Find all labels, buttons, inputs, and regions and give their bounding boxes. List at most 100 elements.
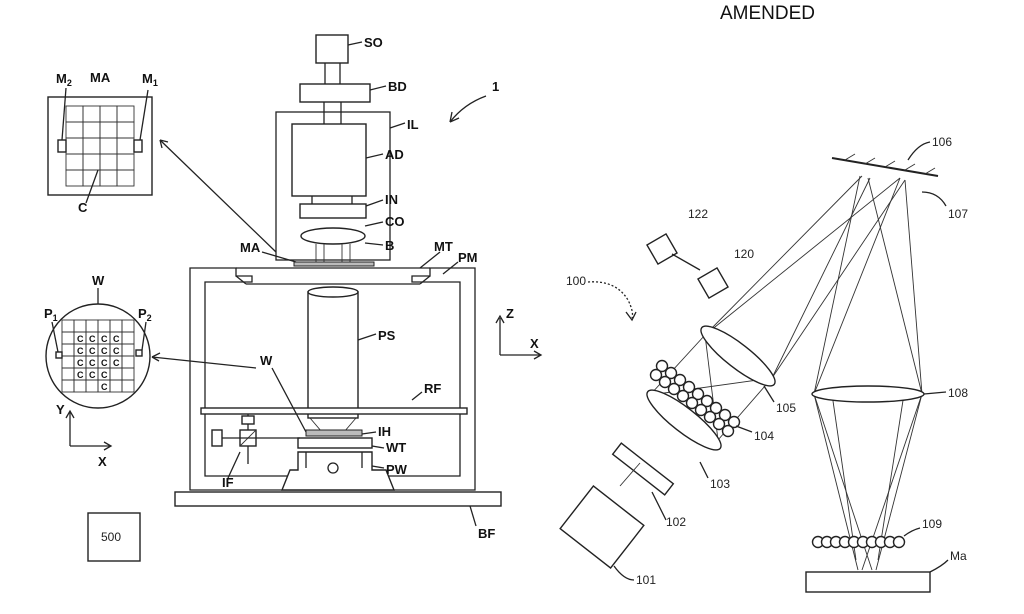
label-pw: PW: [386, 462, 408, 477]
microlens: [655, 359, 669, 373]
label-ps: PS: [378, 328, 396, 343]
wafer-die-label: C: [77, 334, 84, 344]
wafer-die-label: C: [101, 334, 108, 344]
microlens: [727, 415, 741, 429]
wafer-die-label: C: [101, 370, 108, 380]
label-c-mask: C: [78, 200, 88, 215]
label-122: 122: [688, 207, 708, 221]
label-w-mid: W: [260, 353, 273, 368]
integrator-box: [299, 203, 367, 219]
microlens: [712, 417, 726, 431]
illuminator-frame: [275, 111, 391, 261]
label-b: B: [385, 238, 394, 253]
label-107: 107: [948, 207, 968, 221]
source-box: [315, 34, 349, 64]
wafer-table: [297, 437, 373, 449]
wafer-die-label: C: [89, 370, 96, 380]
lens-103: [646, 389, 722, 451]
wafer-die-label: C: [89, 346, 96, 356]
label-ma-right: Ma: [950, 549, 967, 563]
mask-plate: [293, 261, 375, 267]
beam-delivery-box: [299, 83, 371, 103]
label-500: 500: [101, 530, 121, 544]
source-101: [559, 485, 645, 569]
microlens: [709, 401, 723, 415]
wafer-die-label: C: [101, 382, 108, 392]
wafer-die-label: C: [77, 370, 84, 380]
label-w-inset: W: [92, 273, 105, 288]
label-104: 104: [754, 429, 774, 443]
label-wt: WT: [386, 440, 406, 455]
label-bd: BD: [388, 79, 407, 94]
label-120: 120: [734, 247, 754, 261]
label-pm: PM: [458, 250, 478, 265]
mask-die: [116, 169, 135, 187]
box-120: [697, 267, 729, 299]
axis-x-right: X: [530, 336, 539, 351]
label-bf: BF: [478, 526, 495, 541]
wafer-die-label: C: [113, 334, 120, 344]
microlens: [667, 382, 681, 396]
axis-x-wafer: X: [98, 454, 107, 469]
box-122: [646, 233, 678, 265]
microlens: [691, 387, 705, 401]
label-109: 109: [922, 517, 942, 531]
microlens: [703, 410, 717, 424]
wafer-die-label: C: [89, 334, 96, 344]
label-ref-1: 1: [492, 79, 499, 94]
label-103: 103: [710, 477, 730, 491]
mask-ma: [805, 571, 931, 593]
support-frame: [189, 267, 476, 491]
label-102: 102: [666, 515, 686, 529]
microlens: [685, 396, 699, 410]
wafer-die: [121, 379, 135, 393]
microlens: [718, 408, 732, 422]
label-ma-inset: MA: [90, 70, 111, 85]
label-ma-top: MA: [240, 240, 261, 255]
immersion-hood: [305, 429, 363, 437]
microlens: [721, 424, 735, 438]
label-m1: M1: [142, 71, 158, 88]
microlens: [664, 366, 678, 380]
label-108: 108: [948, 386, 968, 400]
label-100: 100: [566, 274, 586, 288]
interferometer-source: [211, 429, 223, 447]
label-m2: M2: [56, 71, 72, 88]
lens-array-109: [811, 535, 906, 549]
label-if: IF: [222, 475, 234, 490]
microlens: [673, 373, 687, 387]
label-in: IN: [385, 192, 398, 207]
reference-frame: [200, 407, 468, 415]
positioner: [280, 451, 396, 491]
axis-y-wafer: Y: [56, 402, 65, 417]
amended-title: AMENDED: [720, 3, 815, 24]
wafer-die-label: C: [101, 346, 108, 356]
lithography-apparatus: SO BD IL AD IN CO B MA: [87, 34, 543, 562]
label-p1: P1: [44, 306, 58, 323]
adjuster-box: [291, 123, 367, 197]
label-105: 105: [776, 401, 796, 415]
label-il: IL: [407, 117, 419, 132]
wafer-die-label: C: [101, 358, 108, 368]
controller-box: [87, 512, 141, 562]
label-101: 101: [636, 573, 656, 587]
euv-apparatus: 106 107 105: [559, 135, 968, 593]
microlens: [649, 368, 663, 382]
mask-inset: M2 MA M1 C: [47, 70, 277, 253]
microlens: [682, 380, 696, 394]
label-ih: IH: [378, 424, 391, 439]
microlens: [700, 394, 714, 408]
microlens: [694, 403, 708, 417]
condenser-lens: [300, 227, 366, 245]
element-102: [611, 442, 675, 496]
label-p2: P2: [138, 306, 152, 323]
wafer-die-label: C: [89, 358, 96, 368]
microlens-array-104: [649, 359, 741, 438]
axis-z: Z: [506, 306, 514, 321]
label-rf: RF: [424, 381, 441, 396]
label-ad: AD: [385, 147, 404, 162]
lens-105: [700, 325, 776, 387]
label-106: 106: [932, 135, 952, 149]
